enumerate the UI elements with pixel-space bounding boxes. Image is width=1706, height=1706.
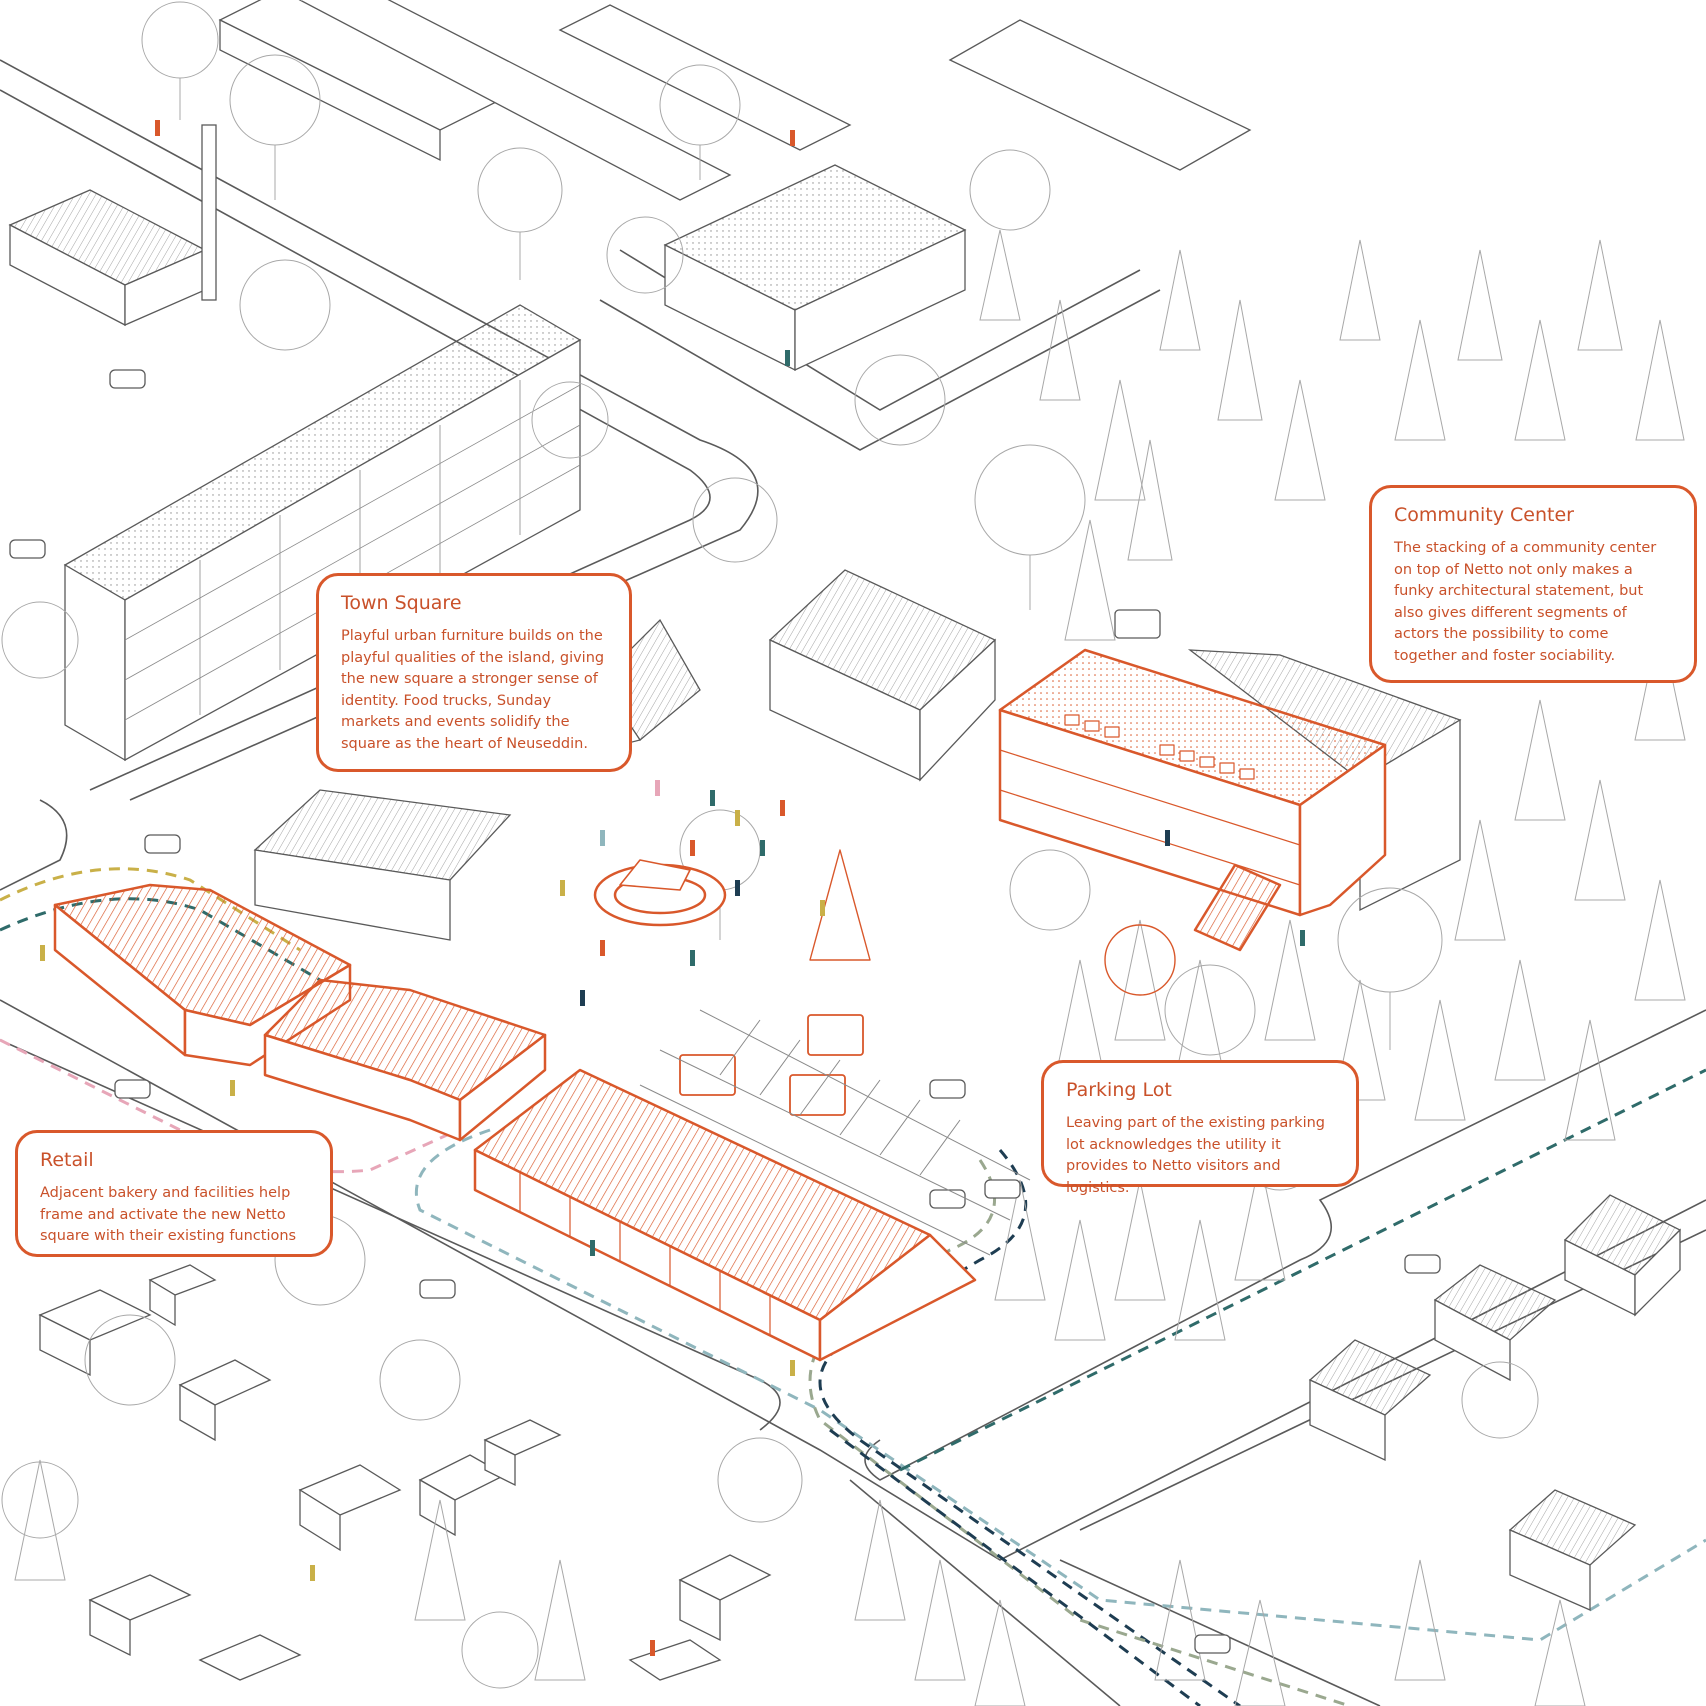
road-edge (849, 1479, 1121, 1706)
callout-title: Parking Lot (1066, 1079, 1172, 1101)
callout-retail: Retail Adjacent bakery and facilities he… (15, 1130, 333, 1257)
path-lightblue (414, 1128, 1706, 1642)
callout-body: Playful urban furniture builds on the pl… (341, 628, 605, 752)
path-yellow (0, 867, 301, 952)
highlighted-buildings (53, 648, 1387, 1362)
callout-title: Retail (40, 1149, 94, 1171)
road-edge (0, 89, 711, 791)
callout-body: Adjacent bakery and facilities help fram… (40, 1185, 297, 1244)
road-edge (0, 799, 68, 891)
path-navy-west (829, 1428, 1201, 1706)
callout-parking-lot: Parking Lot Leaving part of the existing… (1041, 1060, 1359, 1196)
callout-title: Community Center (1394, 504, 1574, 526)
callout-body: The stacking of a community center on to… (1394, 540, 1657, 664)
callout-title: Town Square (341, 592, 462, 614)
parking-lot (639, 1009, 1031, 1256)
callout-town-square: Town Square Playful urban furniture buil… (316, 573, 632, 772)
cars (9, 369, 1441, 1654)
road-edge (0, 59, 759, 801)
people (40, 120, 1305, 1656)
callout-community-center: Community Center The stacking of a commu… (1369, 485, 1697, 683)
road-edge (599, 289, 1161, 451)
path-teal-east (899, 1068, 1706, 1472)
road-edge (1059, 1559, 1381, 1706)
community-center-stair (1193, 863, 1282, 952)
callout-body: Leaving part of the existing parking lot… (1066, 1115, 1325, 1196)
